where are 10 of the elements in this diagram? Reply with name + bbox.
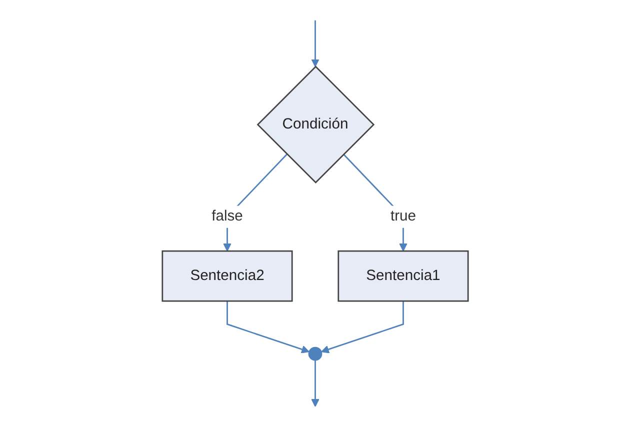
arrow — [310, 360, 320, 407]
junction-point — [308, 346, 322, 361]
process-box: Sentencia1 — [337, 250, 469, 302]
edge-label: true — [390, 206, 416, 228]
arrow — [310, 20, 320, 68]
edge-label: false — [211, 206, 243, 228]
decision-diamond: Condición — [256, 66, 374, 184]
arrow — [226, 301, 310, 354]
arrow — [320, 301, 404, 354]
process-box: Sentencia2 — [161, 250, 293, 302]
